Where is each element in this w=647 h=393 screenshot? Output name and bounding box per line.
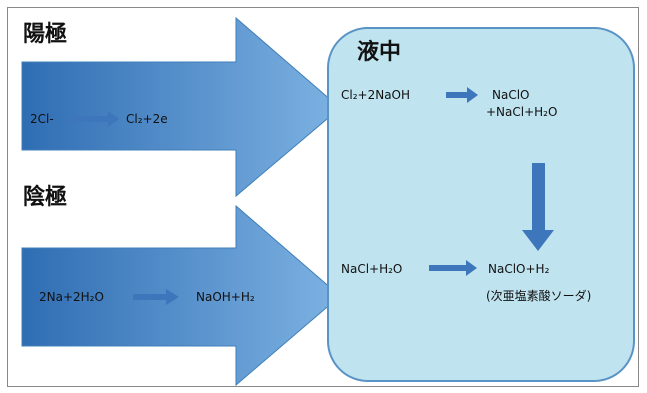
anode-reaction-arrow	[67, 111, 119, 127]
cathode-title: 陰極	[23, 185, 68, 210]
solution-reaction1-right-line1: NaClO	[492, 88, 530, 102]
solution-reaction2-note: (次亜塩素酸ソーダ)	[486, 289, 592, 303]
cathode-reaction-arrow	[133, 289, 179, 305]
solution-reaction2-right: NaClO+H₂	[488, 262, 550, 276]
anode-title: 陽極	[23, 22, 68, 47]
anode-equation-left: 2Cl-	[30, 112, 54, 126]
solution-reaction1-right-line2: +NaCl+H₂O	[486, 105, 558, 119]
cathode-big-arrow	[21, 204, 341, 387]
diagram-frame	[7, 7, 639, 387]
cathode-equation-right: NaOH+H₂	[196, 290, 255, 304]
solution-box	[327, 27, 635, 382]
cathode-equation-left: 2Na+2H₂O	[39, 290, 104, 304]
solution-reaction1-arrow	[446, 87, 478, 103]
anode-big-arrow	[21, 16, 341, 198]
solution-title: 液中	[357, 40, 402, 65]
solution-down-arrow	[522, 163, 554, 251]
solution-reaction1-left: Cl₂+2NaOH	[341, 88, 411, 102]
anode-equation-right: Cl₂+2e	[126, 112, 168, 126]
solution-reaction2-left: NaCl+H₂O	[341, 262, 403, 276]
solution-reaction2-arrow	[429, 260, 477, 276]
